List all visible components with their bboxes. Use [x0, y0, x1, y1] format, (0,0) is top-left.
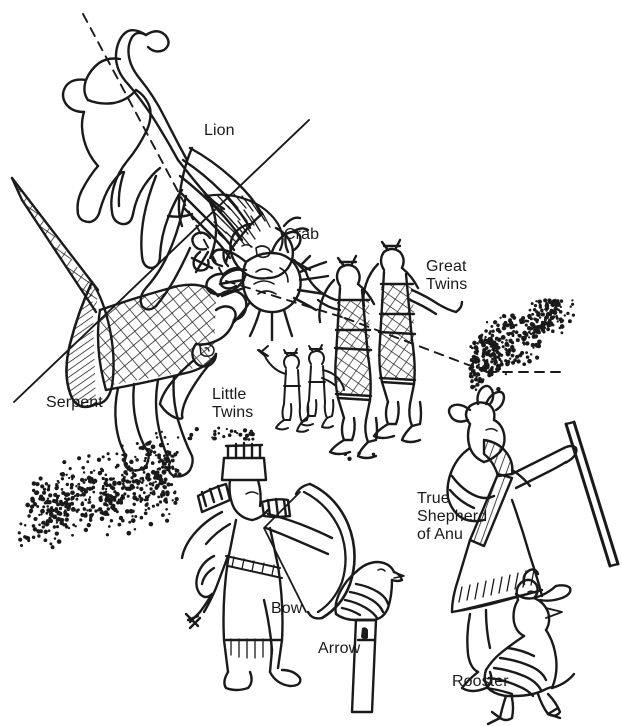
figure-lion	[61, 28, 310, 311]
label-bow: Bow	[271, 600, 303, 617]
milky-way-stipple	[17, 298, 576, 550]
label-great-twins: Great Twins	[426, 258, 468, 293]
label-rooster: Rooster	[452, 673, 509, 690]
figure-bow-archer	[180, 441, 356, 692]
label-crab: Crab	[284, 226, 320, 243]
figure-great-twins	[292, 238, 464, 460]
figure-arrow-bird	[334, 560, 405, 714]
label-lion: Lion	[204, 122, 235, 139]
label-serpent: Serpent	[46, 394, 103, 411]
figure-little-twins	[257, 344, 345, 433]
label-true-shepherd-of-anu: True Shepherd of Anu	[417, 490, 488, 543]
figure-rooster	[483, 568, 576, 726]
label-arrow: Arrow	[318, 640, 361, 657]
label-little-twins: Little Twins	[212, 386, 254, 421]
figure-crab	[210, 230, 330, 342]
guide-line-ecliptic-solid	[13, 119, 310, 403]
figure-serpent	[10, 176, 248, 478]
